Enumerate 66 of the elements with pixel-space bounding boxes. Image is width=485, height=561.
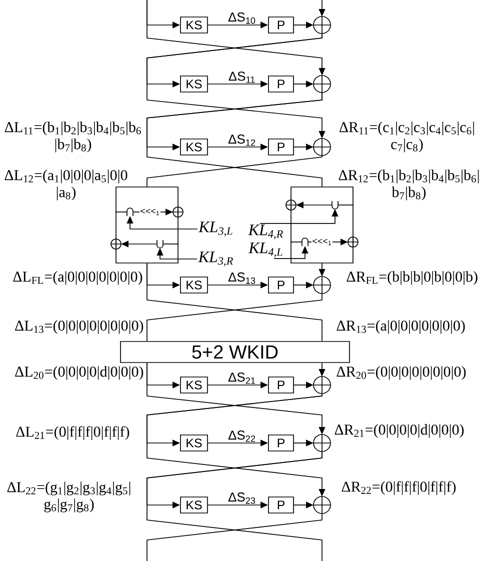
key-label: KL$_{3,R}$ [198,252,233,266]
state-label: ΔL$_{12}$=(a$_{1}$|0|0|0|a$_{5}$|0|0 |a$_{8}$) [4,170,128,200]
key-label: KL$_{4,L}$ [248,242,282,258]
xor-symbol [286,200,296,210]
key-label: KL$_{4,R}$ [248,224,283,240]
process-box: KS [180,496,208,514]
state-label: ΔR$_{13}$=(a|0|0|0|0|0|0|0) [336,320,465,334]
and-gate-symbol [302,238,308,246]
xor-symbol [313,434,331,452]
rotation-label: <<<$_{1}$ [140,208,159,216]
process-box: KS [180,276,208,294]
process-box: P [268,138,294,156]
state-label: ΔL$_{11}$=(b$_{1}$|b$_{2}$|b$_{3}$|b$_{4}$|b$_{5}$|b$_{6}$ |b$_{7}$|b$_{8}$) [4,122,141,152]
xor-symbol [313,276,331,294]
process-box: P [268,434,294,452]
state-label: ΔL$_{13}$=(0|0|0|0|0|0|0|0) [15,320,144,334]
line [146,92,322,187]
state-label: ΔR$_{12}$=(b$_{1}$|b$_{2}$|b$_{3}$|b$_{4}$|b$_{5}$|b$_{6}$| b$_{7}$|b$_{8}$) [338,170,479,200]
line [146,451,322,561]
line [338,204,354,206]
xor-symbol [313,496,331,514]
process-box: 5+2 WKID [120,341,350,363]
state-label: ΔL$_{22}$=(g$_{1}$|g$_{2}$|g$_{3}$|g$_{4}$|g$_{5}$| g$_{6}$|g$_{7}$|g$_{8}$) [7,482,130,512]
process-box: P [268,496,294,514]
process-box: KS [180,16,208,34]
xor-symbol [110,238,122,250]
process-box: P [268,376,294,394]
or-gate-symbol [156,240,164,248]
xor-symbol [348,236,358,248]
edge-label: ΔS$_{12}$ [228,134,256,146]
state-label: ΔR$_{21}$=(0|0|0|0|d|0|0|0) [334,424,464,438]
state-label: ΔR$_{22}$=(0|f|f|f|0|f|f|f) [342,481,456,495]
or-gate-symbol [332,200,338,210]
xor-symbol [313,16,331,34]
state-label: ΔL$_{20}$=(0|0|0|0|d|0|0|0) [15,366,144,380]
rotation-label: <<<$_{1}$ [312,238,331,246]
state-label: ΔR$_{11}$=(c$_{1}$|c$_{2}$|c$_{3}$|c$_{4}$|c$_{5}$|c$_{6}$| c$_{7}$|c$_{8}$) [339,122,474,152]
process-box: P [268,16,294,34]
xor-symbol [313,75,331,93]
edge-label: ΔS$_{23}$ [228,492,256,504]
state-label: ΔL$_{FL}$=(a|0|0|0|0|0|0|0) [13,271,142,285]
line [146,155,322,187]
edge-label: ΔS$_{13}$ [228,272,256,284]
process-box: P [268,76,294,92]
key-label: KL$_{3,L}$ [198,222,232,236]
xor-symbol [172,206,184,218]
edge-label: ΔS$_{11}$ [228,72,255,83]
edge-label: ΔS$_{21}$ [228,372,256,384]
edge-label: ΔS$_{10}$ [228,12,256,24]
line [146,263,322,342]
process-box: KS [180,434,208,452]
edge-label: ΔS$_{22}$ [228,430,256,442]
line [146,293,322,342]
process-box: P [268,276,294,294]
function-box [290,186,354,264]
process-box: KS [180,138,208,156]
process-box: KS [180,76,208,92]
xor-symbol [313,138,331,156]
and-gate-symbol [126,208,134,216]
process-box: KS [180,376,208,394]
line [146,513,322,561]
state-label: ΔL$_{21}$=(0|f|f|f|0|f|f|f) [16,426,130,440]
state-label: ΔR$_{FL}$=(b|b|b|0|b|0|0|b) [346,271,478,285]
xor-symbol [313,376,331,394]
state-label: ΔR$_{20}$=(0|0|0|0|0|0|0|0) [336,366,466,380]
function-box [116,186,178,264]
